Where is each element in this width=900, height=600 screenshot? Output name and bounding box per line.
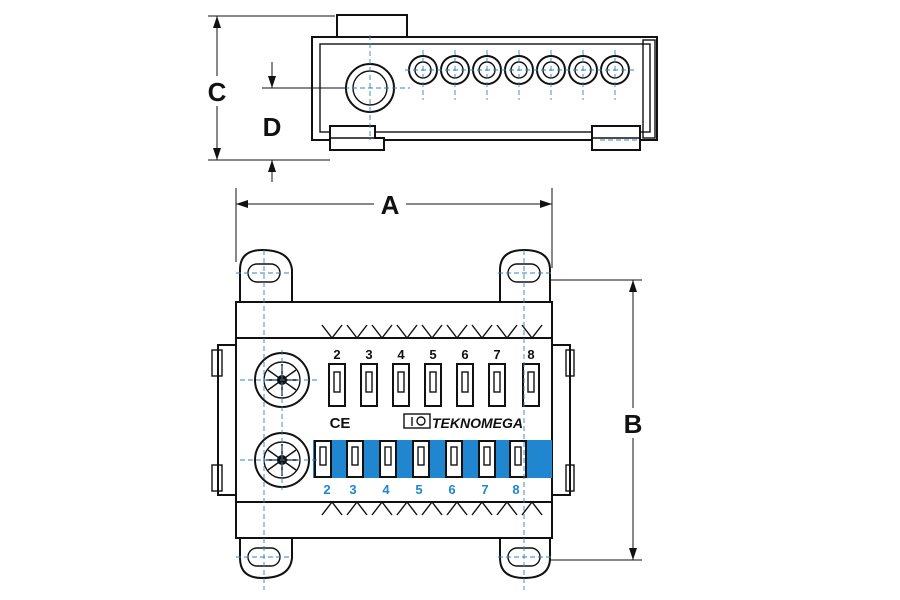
top-terminal-number: 4 <box>397 347 405 362</box>
terminal-slot-inner <box>429 371 437 393</box>
terminal-slot <box>392 363 410 407</box>
terminal-slot <box>445 440 463 478</box>
terminal-slot-inner <box>493 371 501 393</box>
terminal-slot-inner <box>319 446 327 466</box>
terminal-slot <box>424 363 442 407</box>
brand-name: TEKNOMEGA <box>432 415 523 431</box>
dimension-label-a: A <box>381 190 400 220</box>
terminal-slot-inner <box>333 371 341 393</box>
top-terminal-number: 2 <box>333 347 340 362</box>
dimension-label-b: B <box>624 409 643 439</box>
terminal-slot <box>412 440 430 478</box>
terminal-slot-inner <box>483 446 491 466</box>
side-view <box>280 14 658 151</box>
bottom-terminal-number: 3 <box>349 482 356 497</box>
top-terminal-number: 6 <box>461 347 468 362</box>
dimension-b: B <box>550 279 648 561</box>
terminal-slot <box>478 440 496 478</box>
terminal-slot <box>379 440 397 478</box>
terminal-slot-inner <box>351 446 359 466</box>
dimension-c: C <box>202 15 335 161</box>
terminal-slot <box>522 363 540 407</box>
terminal-slot-inner <box>365 371 373 393</box>
terminal-slot-inner <box>527 371 535 393</box>
bottom-terminal-number: 6 <box>448 482 455 497</box>
bottom-terminal-number: 8 <box>512 482 519 497</box>
bottom-terminal-number: 5 <box>415 482 422 497</box>
top-terminal-number: 7 <box>493 347 500 362</box>
terminal-slot-inner <box>461 371 469 393</box>
terminal-slot <box>509 440 527 478</box>
terminal-slot <box>314 440 332 478</box>
top-terminal-number: 8 <box>527 347 534 362</box>
terminal-slot <box>360 363 378 407</box>
bottom-terminal-number: 4 <box>382 482 390 497</box>
top-terminal-number: 5 <box>429 347 436 362</box>
terminal-slot-inner <box>450 446 458 466</box>
dimension-label-d: D <box>263 112 282 142</box>
dimension-a: A <box>235 188 553 268</box>
terminal-slot-inner <box>384 446 392 466</box>
dimension-label-c: C <box>208 77 227 107</box>
terminal-slot-inner <box>514 446 522 466</box>
bottom-terminal-number: 2 <box>323 482 330 497</box>
terminal-slot-inner <box>417 446 425 466</box>
top-row-terminal-slots <box>328 363 540 407</box>
plan-view: 2 3 4 5 6 7 8 2 3 4 5 6 7 8 CE TEKNOMEGA <box>211 248 575 590</box>
dimension-d: D <box>262 62 346 182</box>
terminal-slot <box>328 363 346 407</box>
terminal-slot <box>346 440 364 478</box>
top-terminal-number: 3 <box>365 347 372 362</box>
brand-logo: TEKNOMEGA <box>403 413 523 431</box>
terminal-slot <box>488 363 506 407</box>
terminal-slot <box>456 363 474 407</box>
bottom-terminal-number: 7 <box>481 482 488 497</box>
ce-mark: CE <box>330 415 351 432</box>
side-view-screws <box>405 50 635 100</box>
bottom-row-terminal-slots <box>314 440 527 478</box>
terminal-slot-inner <box>397 371 405 393</box>
